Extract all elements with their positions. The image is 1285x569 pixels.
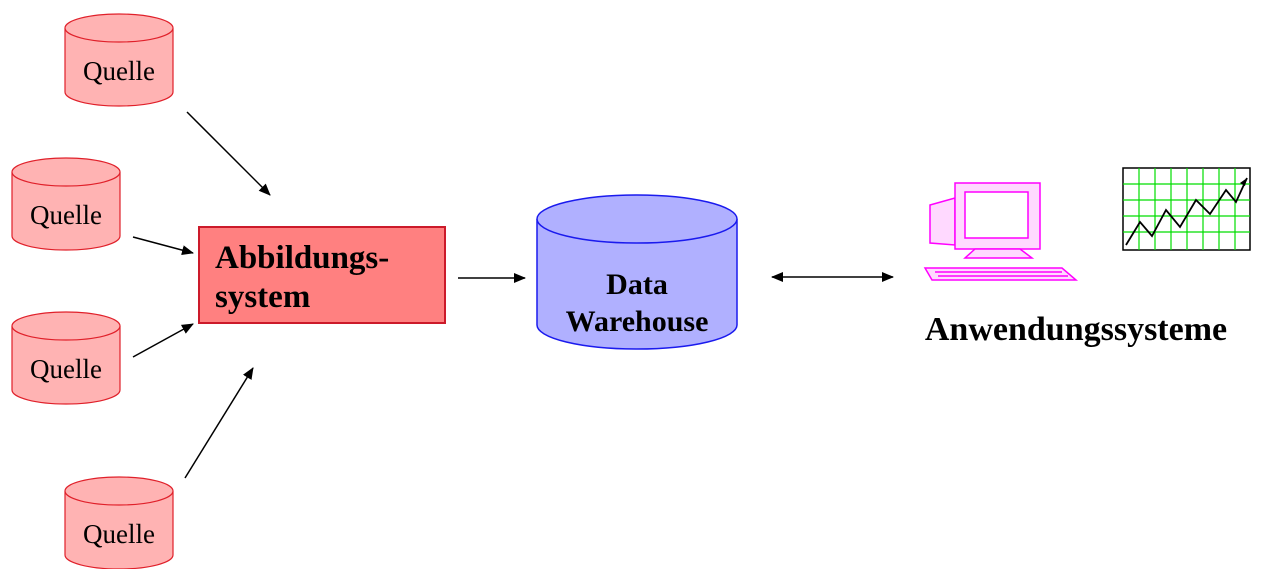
source-label-2: Quelle [30,200,102,230]
source-label-3: Quelle [30,354,102,384]
arrow-source1-to-mapping [186,111,271,196]
warehouse-line1: Data [606,268,668,301]
line-chart-icon [1122,167,1251,251]
data-warehouse-cylinder: Data Warehouse [536,194,738,350]
computer-icon [923,182,1079,281]
source-database-4: Quelle [64,476,174,569]
source-database-2: Quelle [11,157,121,251]
source-database-3: Quelle [11,311,121,405]
arrow-source3-to-mapping [132,323,194,358]
source-label-1: Quelle [83,56,155,86]
mapping-system-line2: system [215,279,310,315]
arrow-source2-to-mapping [132,236,194,255]
source-database-1: Quelle [64,13,174,107]
source-label-4: Quelle [83,519,155,549]
arrow-source4-to-mapping [184,367,254,479]
applications-label: Anwendungssysteme [925,311,1227,348]
mapping-system-box: Abbildungs- system [198,226,446,324]
mapping-system-line1: Abbildungs- [215,240,389,276]
warehouse-line2: Warehouse [566,305,709,338]
